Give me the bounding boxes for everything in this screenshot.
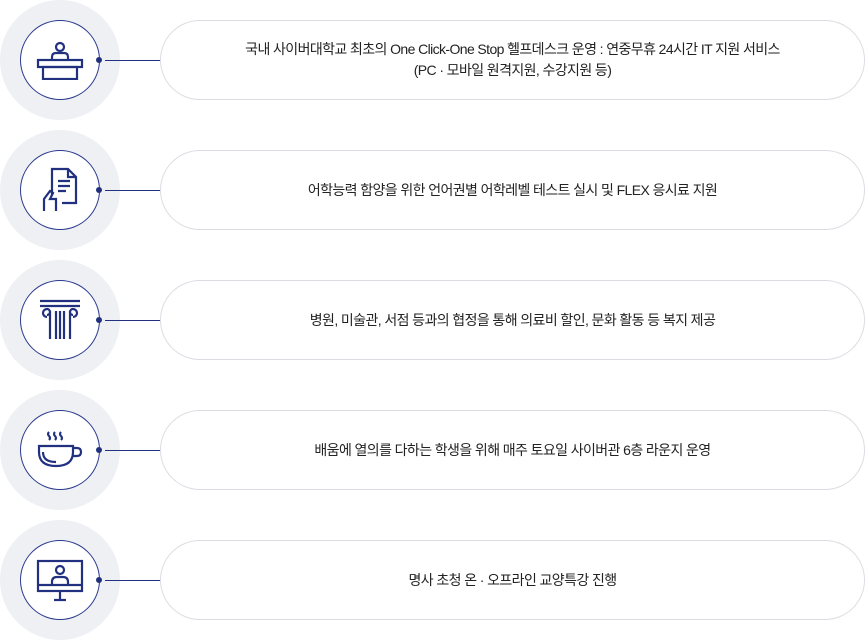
benefit-text: 국내 사이버대학교 최초의 One Click-One Stop 헬프데스크 운… bbox=[160, 20, 865, 100]
online-lecture-icon bbox=[20, 540, 100, 620]
connector-line bbox=[105, 320, 161, 321]
coffee-cup-icon bbox=[20, 410, 100, 490]
benefit-text: 어학능력 함양을 위한 언어권별 어학레벨 테스트 실시 및 FLEX 응시료 … bbox=[160, 150, 865, 230]
text-line: 명사 초청 온 · 오프라인 교양특강 진행 bbox=[408, 571, 618, 588]
connector-dot bbox=[96, 447, 102, 453]
connector-dot bbox=[96, 57, 102, 63]
text-line: 어학능력 함양을 위한 언어권별 어학레벨 테스트 실시 및 FLEX 응시료 … bbox=[307, 181, 718, 198]
connector-dot bbox=[96, 577, 102, 583]
document-hand-icon bbox=[20, 150, 100, 230]
benefit-text: 배움에 열의를 다하는 학생을 위해 매주 토요일 사이버관 6층 라운지 운영 bbox=[160, 410, 865, 490]
benefit-item-helpdesk: 국내 사이버대학교 최초의 One Click-One Stop 헬프데스크 운… bbox=[0, 0, 865, 120]
benefit-text: 병원, 미술관, 서점 등과의 협정을 통해 의료비 할인, 문화 활동 등 복… bbox=[160, 280, 865, 360]
benefit-item-language: 어학능력 함양을 위한 언어권별 어학레벨 테스트 실시 및 FLEX 응시료 … bbox=[0, 130, 865, 250]
help-desk-icon bbox=[20, 20, 100, 100]
text-line: 국내 사이버대학교 최초의 One Click-One Stop 헬프데스크 운… bbox=[245, 41, 780, 57]
benefit-item-lecture: 명사 초청 온 · 오프라인 교양특강 진행 bbox=[0, 520, 865, 640]
benefit-text: 명사 초청 온 · 오프라인 교양특강 진행 bbox=[160, 540, 865, 620]
connector-line bbox=[105, 190, 161, 191]
text-line: 병원, 미술관, 서점 등과의 협정을 통해 의료비 할인, 문화 활동 등 복… bbox=[309, 311, 716, 328]
connector-dot bbox=[96, 187, 102, 193]
text-line: 배움에 열의를 다하는 학생을 위해 매주 토요일 사이버관 6층 라운지 운영 bbox=[314, 441, 711, 458]
connector-dot bbox=[96, 317, 102, 323]
pillar-icon bbox=[20, 280, 100, 360]
benefit-item-lounge: 배움에 열의를 다하는 학생을 위해 매주 토요일 사이버관 6층 라운지 운영 bbox=[0, 390, 865, 510]
connector-line bbox=[105, 60, 161, 61]
connector-line bbox=[105, 580, 161, 581]
benefit-item-welfare: 병원, 미술관, 서점 등과의 협정을 통해 의료비 할인, 문화 활동 등 복… bbox=[0, 260, 865, 380]
connector-line bbox=[105, 450, 161, 451]
text-line: (PC · 모바일 원격지원, 수강지원 등) bbox=[413, 62, 612, 78]
